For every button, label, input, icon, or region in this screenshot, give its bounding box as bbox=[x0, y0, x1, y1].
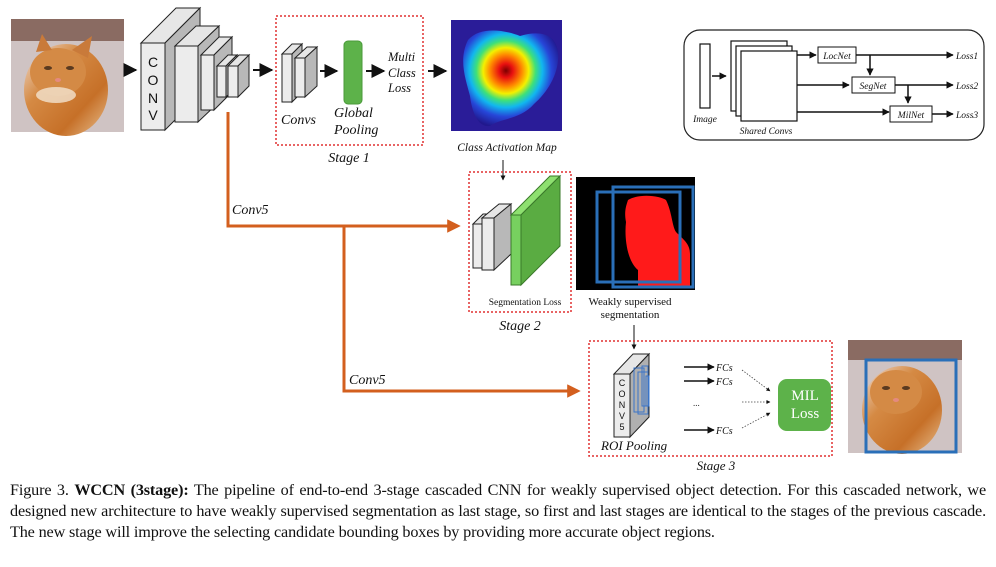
stage1-title: Stage 1 bbox=[328, 151, 370, 166]
stage1-convs-icon bbox=[280, 42, 319, 104]
fc-label: FCs bbox=[715, 377, 733, 388]
stage1-box bbox=[275, 15, 424, 146]
conv5-letter: 5 bbox=[619, 422, 624, 432]
stage3-title: Stage 3 bbox=[697, 458, 736, 473]
segmentation-result-image bbox=[576, 177, 695, 290]
stage2-box bbox=[468, 171, 572, 313]
conv5-letter: N bbox=[619, 400, 626, 410]
conv5-letter: V bbox=[619, 411, 625, 421]
pooling-label-1: Global bbox=[334, 106, 373, 121]
loss-text: Multi bbox=[387, 50, 416, 64]
segmentation-label-1: Weakly supervised bbox=[588, 296, 672, 308]
conv5-path bbox=[226, 112, 581, 398]
segmentation-label-2: segmentation bbox=[601, 309, 660, 321]
inset-net-labels: LocNet SegNet MilNet bbox=[822, 52, 924, 121]
roi-conv5-block bbox=[612, 352, 651, 439]
segmentation-block bbox=[509, 174, 562, 287]
loss1-label: Loss1 bbox=[955, 52, 978, 62]
caption-label: Figure 3. bbox=[10, 481, 69, 499]
convs-label: Convs bbox=[281, 113, 317, 128]
figure-diagram: C O N V Multi Class Loss Convs Global Po… bbox=[11, 6, 985, 473]
locnet-label: LocNet bbox=[822, 52, 851, 62]
output-detection-image bbox=[848, 340, 962, 454]
pooling-label-2: Pooling bbox=[333, 123, 378, 138]
stage2-title: Stage 2 bbox=[499, 319, 541, 334]
conv5-letter: C bbox=[619, 378, 626, 388]
inset-shared-label: Shared Convs bbox=[740, 127, 793, 137]
inset-net-boxes bbox=[817, 46, 933, 123]
roi-conv5-label: C O N V 5 bbox=[618, 378, 625, 432]
mil-loss-block bbox=[778, 379, 831, 431]
conv5-label-1: Conv5 bbox=[232, 203, 269, 218]
conv5-label-2: Conv5 bbox=[349, 373, 386, 388]
roi-boxes-icon bbox=[633, 365, 650, 415]
loss-text: Class bbox=[388, 66, 416, 80]
multi-class-loss-label: Multi Class Loss bbox=[387, 50, 416, 95]
fc-ellipsis: ... bbox=[693, 398, 700, 408]
roi-pooling-label: ROI Pooling bbox=[600, 438, 668, 453]
inset-loss-labels: Loss1 Loss2 Loss3 bbox=[955, 52, 978, 121]
inset-shared-convs bbox=[730, 40, 798, 122]
mil-label-1: MIL bbox=[791, 388, 819, 404]
conv-letter: C bbox=[148, 54, 158, 70]
caption-bold-title: WCCN (3stage): bbox=[74, 481, 189, 499]
stage2-convs-icon bbox=[471, 202, 513, 272]
loss3-label: Loss3 bbox=[955, 111, 978, 121]
conv-letter: V bbox=[148, 107, 158, 123]
conv5-letter: O bbox=[618, 389, 625, 399]
loss2-label: Loss2 bbox=[955, 82, 978, 92]
class-activation-map bbox=[451, 20, 562, 131]
segmentation-loss-label: Segmentation Loss bbox=[489, 298, 562, 308]
fc-label: FCs bbox=[715, 426, 733, 437]
conv-backbone bbox=[139, 6, 251, 132]
conv-letter: N bbox=[148, 90, 158, 106]
milnet-label: MilNet bbox=[897, 111, 925, 121]
fc-arrows bbox=[684, 363, 715, 434]
inset-image-block bbox=[699, 43, 711, 109]
detection-box bbox=[864, 358, 958, 454]
fc-label: FCs bbox=[715, 363, 733, 374]
global-pooling-block bbox=[343, 40, 363, 105]
segnet-label: SegNet bbox=[860, 82, 887, 92]
conv-label: C O N V bbox=[148, 54, 159, 123]
fc-labels: FCs FCs FCs bbox=[715, 363, 733, 437]
inset-arrows bbox=[797, 51, 954, 118]
caption-text: The pipeline of end-to-end 3-stage casca… bbox=[10, 481, 986, 541]
conv-letter: O bbox=[148, 72, 159, 88]
cam-label: Class Activation Map bbox=[457, 142, 557, 154]
stage3-box bbox=[588, 340, 833, 457]
figure-caption: Figure 3. WCCN (3stage): The pipeline of… bbox=[10, 480, 986, 543]
loss-text: Loss bbox=[387, 81, 411, 95]
mil-label-2: Loss bbox=[791, 406, 820, 422]
mil-inputs bbox=[741, 369, 771, 429]
input-cat-image bbox=[11, 19, 124, 136]
inset-image-label: Image bbox=[692, 115, 717, 125]
